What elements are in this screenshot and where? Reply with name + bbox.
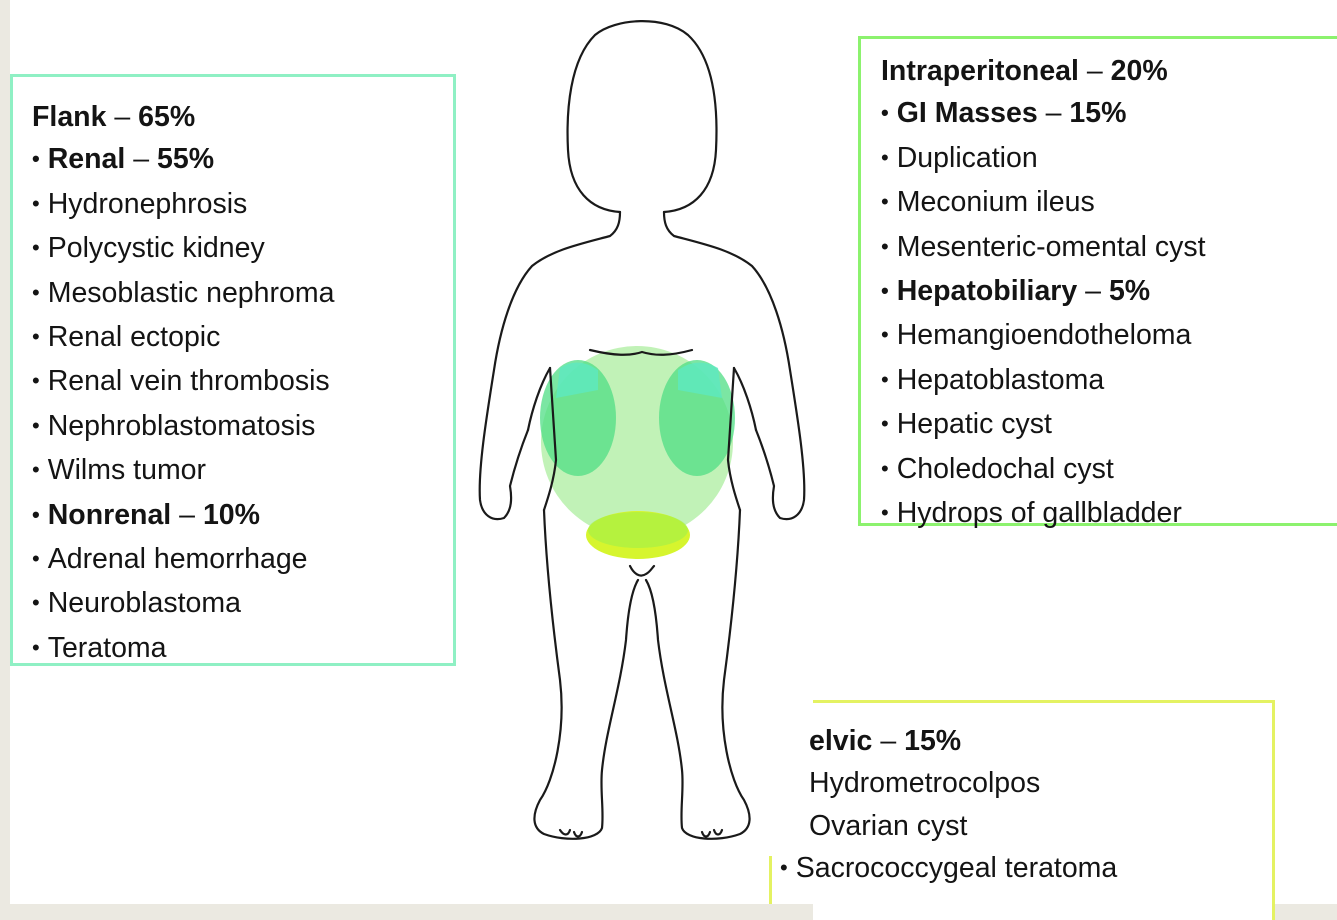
list-item: Nephroblastomatosis — [32, 405, 334, 449]
list-item: Ovarian cyst — [780, 805, 1117, 847]
list-item: Hydrometrocolpos — [780, 762, 1117, 804]
list-item: Hepatoblastoma — [881, 359, 1206, 403]
list-item: Renal – 55% — [32, 138, 334, 182]
intraperitoneal-header: Intraperitoneal – 20% — [881, 50, 1206, 92]
flank-header: Flank – 65% — [32, 96, 334, 138]
pelvic-list: elvic – 15% Hydrometrocolpos Ovarian cys… — [780, 720, 1117, 892]
list-item: Teratoma — [32, 627, 334, 671]
flank-list: Flank – 65% Renal – 55% Hydronephrosis P… — [32, 96, 334, 671]
list-item: Meconium ileus — [881, 181, 1206, 225]
list-item: Nonrenal – 10% — [32, 494, 334, 538]
list-item: Renal ectopic — [32, 316, 334, 360]
list-item: GI Masses – 15% — [881, 92, 1206, 136]
list-item: Mesoblastic nephroma — [32, 272, 334, 316]
list-item: Renal vein thrombosis — [32, 360, 334, 404]
list-item: Duplication — [881, 137, 1206, 181]
list-item: Choledochal cyst — [881, 448, 1206, 492]
list-item: Polycystic kidney — [32, 227, 334, 271]
list-item: Hemangioendotheloma — [881, 314, 1206, 358]
pelvic-header: elvic – 15% — [780, 720, 1117, 762]
list-item: Mesenteric-omental cyst — [881, 226, 1206, 270]
intraperitoneal-list: Intraperitoneal – 20% GI Masses – 15% Du… — [881, 50, 1206, 536]
list-item: Wilms tumor — [32, 449, 334, 493]
list-item: Neuroblastoma — [32, 582, 334, 626]
list-item: Adrenal hemorrhage — [32, 538, 334, 582]
list-item: Hydronephrosis — [32, 183, 334, 227]
list-item: Hepatobiliary – 5% — [881, 270, 1206, 314]
list-item: Sacrococcygeal teratoma — [780, 847, 1117, 891]
list-item: Hydrops of gallbladder — [881, 492, 1206, 536]
list-item: Hepatic cyst — [881, 403, 1206, 447]
